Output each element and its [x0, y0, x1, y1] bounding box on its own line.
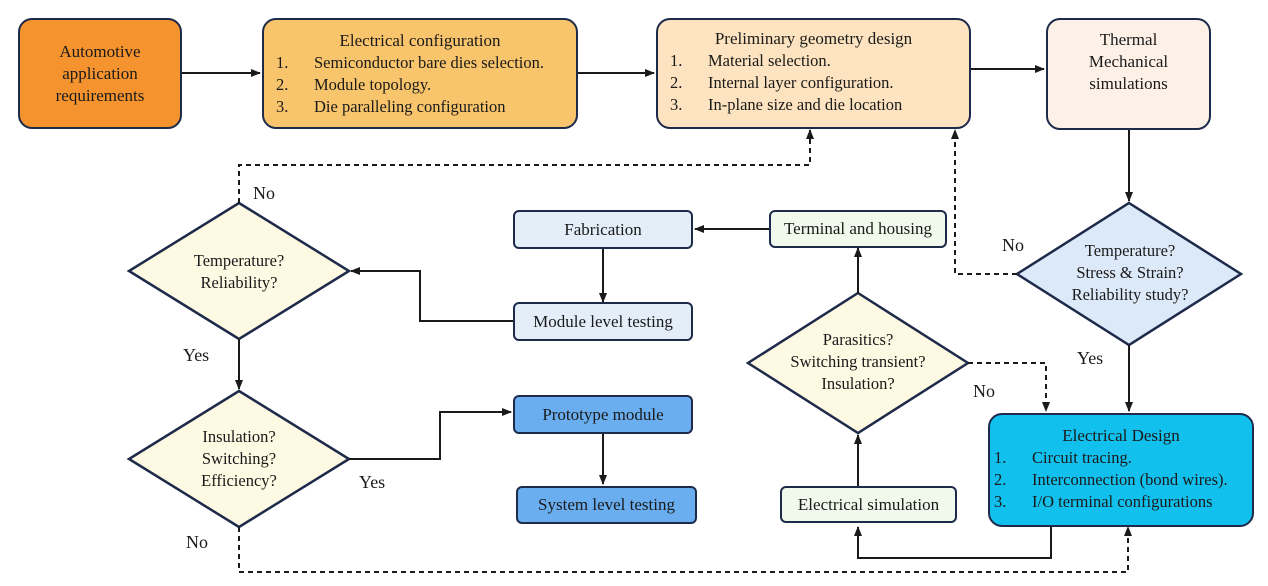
- terminal-housing-box: Terminal and housing: [769, 210, 947, 248]
- electrical-configuration-box: Electrical configuration 1.Semiconductor…: [262, 18, 578, 129]
- insulation-text: Insulation? Switching? Efficiency?: [201, 427, 277, 490]
- arrow-module-to-temprel: [350, 267, 513, 322]
- automotive-line-3: requirements: [55, 85, 145, 105]
- label-no-stress: No: [1002, 235, 1024, 255]
- dashed-stress-no-to-geom: [951, 129, 1017, 275]
- prototype-module-box: Prototype module: [513, 395, 693, 434]
- list-item: 2.Module topology.: [276, 75, 432, 94]
- label-yes-temprel: Yes: [183, 345, 210, 365]
- preliminary-geometry-box: Preliminary geometry design 1.Material s…: [656, 18, 971, 129]
- list-item: 1.Circuit tracing.: [994, 448, 1132, 467]
- label-yes-stress: Yes: [1077, 348, 1104, 368]
- list-item: 3.I/O terminal configurations: [994, 492, 1213, 511]
- module-testing-box: Module level testing: [513, 302, 693, 341]
- electrical-design-title: Electrical Design: [1062, 426, 1180, 445]
- preliminary-geometry-list: 1.Material selection. 2.Internal layer c…: [658, 50, 969, 116]
- system-testing-box: System level testing: [516, 486, 697, 524]
- diamond-parasitics: [745, 291, 971, 435]
- electrical-simulation-box: Electrical simulation: [780, 486, 957, 523]
- thermal-mechanical-box: Thermal Mechanical simulations: [1046, 18, 1211, 130]
- list-item: 1.Material selection.: [670, 51, 831, 70]
- thermal-line-1: Thermal: [1099, 30, 1158, 49]
- automotive-requirements-box: Automotive application requirements: [18, 18, 182, 129]
- temp-stress-text: Temperature? Stress & Strain? Reliabilit…: [1071, 241, 1189, 304]
- automotive-line-2: application: [62, 63, 138, 83]
- label-no-temprel: No: [253, 183, 275, 203]
- preliminary-geometry-title: Preliminary geometry design: [714, 29, 913, 48]
- automotive-line-1: Automotive: [59, 41, 141, 61]
- thermal-line-3: simulations: [1089, 74, 1168, 93]
- label-yes-insulation: Yes: [359, 472, 386, 492]
- temp-rel-text: Temperature? Reliability?: [193, 251, 285, 292]
- dashed-temprel-no-to-geom: [238, 129, 814, 203]
- list-item: 2.Internal layer configuration.: [670, 73, 894, 92]
- arrow-design-to-sim: [854, 526, 1052, 559]
- dashed-parasitics-no-to-design: [968, 362, 1050, 412]
- electrical-configuration-list: 1.Semiconductor bare dies selection. 2.M…: [264, 52, 576, 118]
- list-item: 3.In-plane size and die location: [670, 95, 903, 114]
- thermal-line-2: Mechanical: [1088, 52, 1169, 71]
- list-item: 2.Interconnection (bond wires).: [994, 470, 1228, 489]
- arrow-insulation-to-prototype: [349, 408, 512, 460]
- list-item: 1.Semiconductor bare dies selection.: [276, 53, 545, 72]
- electrical-configuration-title: Electrical configuration: [339, 31, 501, 50]
- dashed-insulation-no-to-design: [238, 526, 1132, 573]
- list-item: 3.Die paralleling configuration: [276, 97, 506, 116]
- fabrication-box: Fabrication: [513, 210, 693, 249]
- electrical-design-list: 1.Circuit tracing. 2.Interconnection (bo…: [990, 447, 1252, 513]
- electrical-design-box: Electrical Design 1.Circuit tracing. 2.I…: [988, 413, 1254, 527]
- label-no-insulation: No: [186, 532, 208, 552]
- parasitics-text: Parasitics? Switching transient? Insulat…: [790, 330, 926, 393]
- label-no-parasitics: No: [973, 381, 995, 401]
